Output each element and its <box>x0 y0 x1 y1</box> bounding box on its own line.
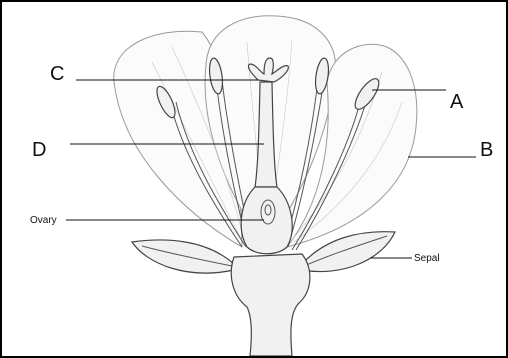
label-d: D <box>32 139 46 161</box>
label-sepal: Sepal <box>414 253 440 264</box>
label-c: C <box>50 63 64 85</box>
receptacle <box>231 254 310 356</box>
label-b: B <box>480 139 493 161</box>
label-ovary: Ovary <box>30 215 57 226</box>
sepal-left <box>132 240 234 273</box>
label-a: A <box>450 91 464 113</box>
